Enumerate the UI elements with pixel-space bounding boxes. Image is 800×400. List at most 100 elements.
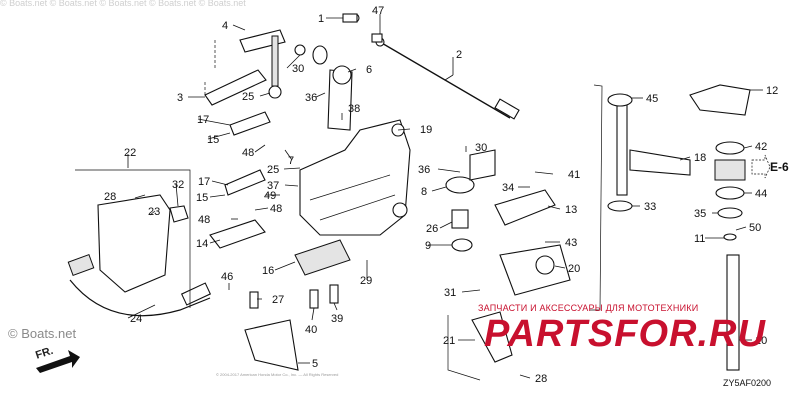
diagram-code: ZY5AF0200 bbox=[723, 378, 772, 388]
clip-11-part bbox=[723, 233, 737, 241]
cable-joint-part bbox=[494, 98, 520, 120]
callout-17b: 17 bbox=[198, 176, 210, 188]
callout-48c: 48 bbox=[270, 203, 282, 215]
callout-30b: 30 bbox=[475, 142, 487, 154]
callout-14: 14 bbox=[196, 238, 208, 250]
callout-38: 38 bbox=[348, 103, 360, 115]
callout-16: 16 bbox=[262, 265, 274, 277]
callout-50: 50 bbox=[749, 222, 761, 234]
arm-21-part bbox=[471, 311, 513, 363]
callout-48b: 48 bbox=[198, 214, 210, 226]
collar-25-part bbox=[268, 85, 282, 99]
joint-1-part bbox=[342, 13, 358, 23]
bolt-40-part bbox=[309, 289, 319, 309]
callout-1: 1 bbox=[318, 13, 324, 25]
callout-12: 12 bbox=[766, 85, 778, 97]
shift-arm-boss-part bbox=[332, 65, 352, 85]
callout-40: 40 bbox=[305, 324, 317, 336]
callout-49: 49 bbox=[264, 190, 276, 202]
plate-14-part bbox=[209, 219, 266, 249]
callout-47: 47 bbox=[372, 5, 384, 17]
callout-22: 22 bbox=[124, 147, 136, 159]
callout-9: 9 bbox=[425, 240, 431, 252]
callout-27: 27 bbox=[272, 294, 284, 306]
spacer-26-part bbox=[451, 209, 469, 229]
harness-wire-part bbox=[69, 279, 211, 317]
gear-segment-18-part bbox=[629, 149, 691, 176]
callout-31: 31 bbox=[444, 287, 456, 299]
watermark-left: © Boats.net bbox=[8, 326, 77, 341]
link-15-part bbox=[224, 169, 266, 196]
callout-28a: 28 bbox=[104, 191, 116, 203]
pivot-pin-part bbox=[271, 35, 279, 87]
callout-21: 21 bbox=[443, 335, 455, 347]
callout-24: 24 bbox=[130, 313, 142, 325]
bearing-42-part bbox=[715, 141, 745, 155]
callout-35: 35 bbox=[694, 208, 706, 220]
callout-43: 43 bbox=[565, 237, 577, 249]
callout-39: 39 bbox=[331, 313, 343, 325]
callout-28b: 28 bbox=[535, 373, 547, 385]
plate-20-part bbox=[499, 244, 571, 296]
callout-10: 10 bbox=[755, 335, 767, 347]
callout-32: 32 bbox=[172, 179, 184, 191]
callout-25b: 25 bbox=[267, 164, 279, 176]
callout-11: 11 bbox=[694, 233, 705, 245]
callout-48a: 48 bbox=[242, 147, 254, 159]
callout-15a: 15 bbox=[207, 134, 219, 146]
callout-2: 2 bbox=[456, 49, 462, 61]
bolt-27-part bbox=[249, 291, 259, 309]
callout-17a: 17 bbox=[197, 114, 209, 126]
gear-12-part bbox=[689, 84, 751, 116]
neutral-switch-part bbox=[67, 254, 95, 276]
callout-44: 44 bbox=[755, 188, 767, 200]
shop-logo: PARTSFOR.RU bbox=[484, 313, 766, 355]
callout-7: 7 bbox=[288, 155, 294, 167]
washer-35-part bbox=[717, 207, 743, 219]
reference-e6-label: E-6 bbox=[770, 160, 789, 174]
link-17-part bbox=[229, 111, 271, 136]
watermark-top: © Boats.net © Boats.net © Boats.net © Bo… bbox=[0, 0, 246, 8]
nut-32-part bbox=[169, 205, 189, 223]
shop-tagline: ЗАПЧАСТИ И АКСЕССУАРЫ ДЛЯ МОТОТЕХНИКИ bbox=[478, 303, 699, 313]
collar-8-part bbox=[445, 176, 475, 194]
bearing-e6-part bbox=[714, 159, 746, 181]
callout-45: 45 bbox=[646, 93, 658, 105]
copyright-line: © 2004-2017 American Honda Motor Co., In… bbox=[216, 372, 339, 377]
callout-18: 18 bbox=[694, 152, 706, 164]
washer-44-part bbox=[715, 186, 745, 200]
callout-36b: 36 bbox=[418, 164, 430, 176]
shift-link-lower-part bbox=[204, 69, 267, 106]
callout-23: 23 bbox=[148, 206, 160, 218]
callout-20: 20 bbox=[568, 263, 580, 275]
callout-37: 37 bbox=[267, 180, 279, 192]
callout-46: 46 bbox=[221, 271, 233, 283]
callout-26: 26 bbox=[426, 223, 438, 235]
vertical-shaft-part bbox=[726, 254, 740, 371]
callout-33: 33 bbox=[644, 201, 656, 213]
callout-3: 3 bbox=[177, 92, 183, 104]
lever-13-part bbox=[494, 189, 556, 226]
washer-33-part bbox=[607, 200, 633, 212]
callout-36a: 36 bbox=[305, 92, 317, 104]
callout-34: 34 bbox=[502, 182, 514, 194]
callout-29: 29 bbox=[360, 275, 372, 287]
washer-part bbox=[312, 45, 328, 65]
callout-6: 6 bbox=[366, 64, 372, 76]
grommet-16-part bbox=[294, 239, 351, 276]
callout-5: 5 bbox=[312, 358, 318, 370]
callout-19: 19 bbox=[420, 124, 432, 136]
callout-42: 42 bbox=[755, 141, 767, 153]
callout-8: 8 bbox=[421, 186, 427, 198]
callout-13: 13 bbox=[565, 204, 577, 216]
bracket-5-part bbox=[244, 319, 299, 371]
callout-4: 4 bbox=[222, 20, 228, 32]
spring-9-part bbox=[451, 238, 473, 252]
shift-bracket-part bbox=[299, 119, 411, 236]
callout-15b: 15 bbox=[196, 192, 208, 204]
oring-45-part bbox=[607, 93, 633, 107]
bolt-30-part bbox=[294, 44, 306, 56]
bolt-39-part bbox=[329, 284, 339, 304]
